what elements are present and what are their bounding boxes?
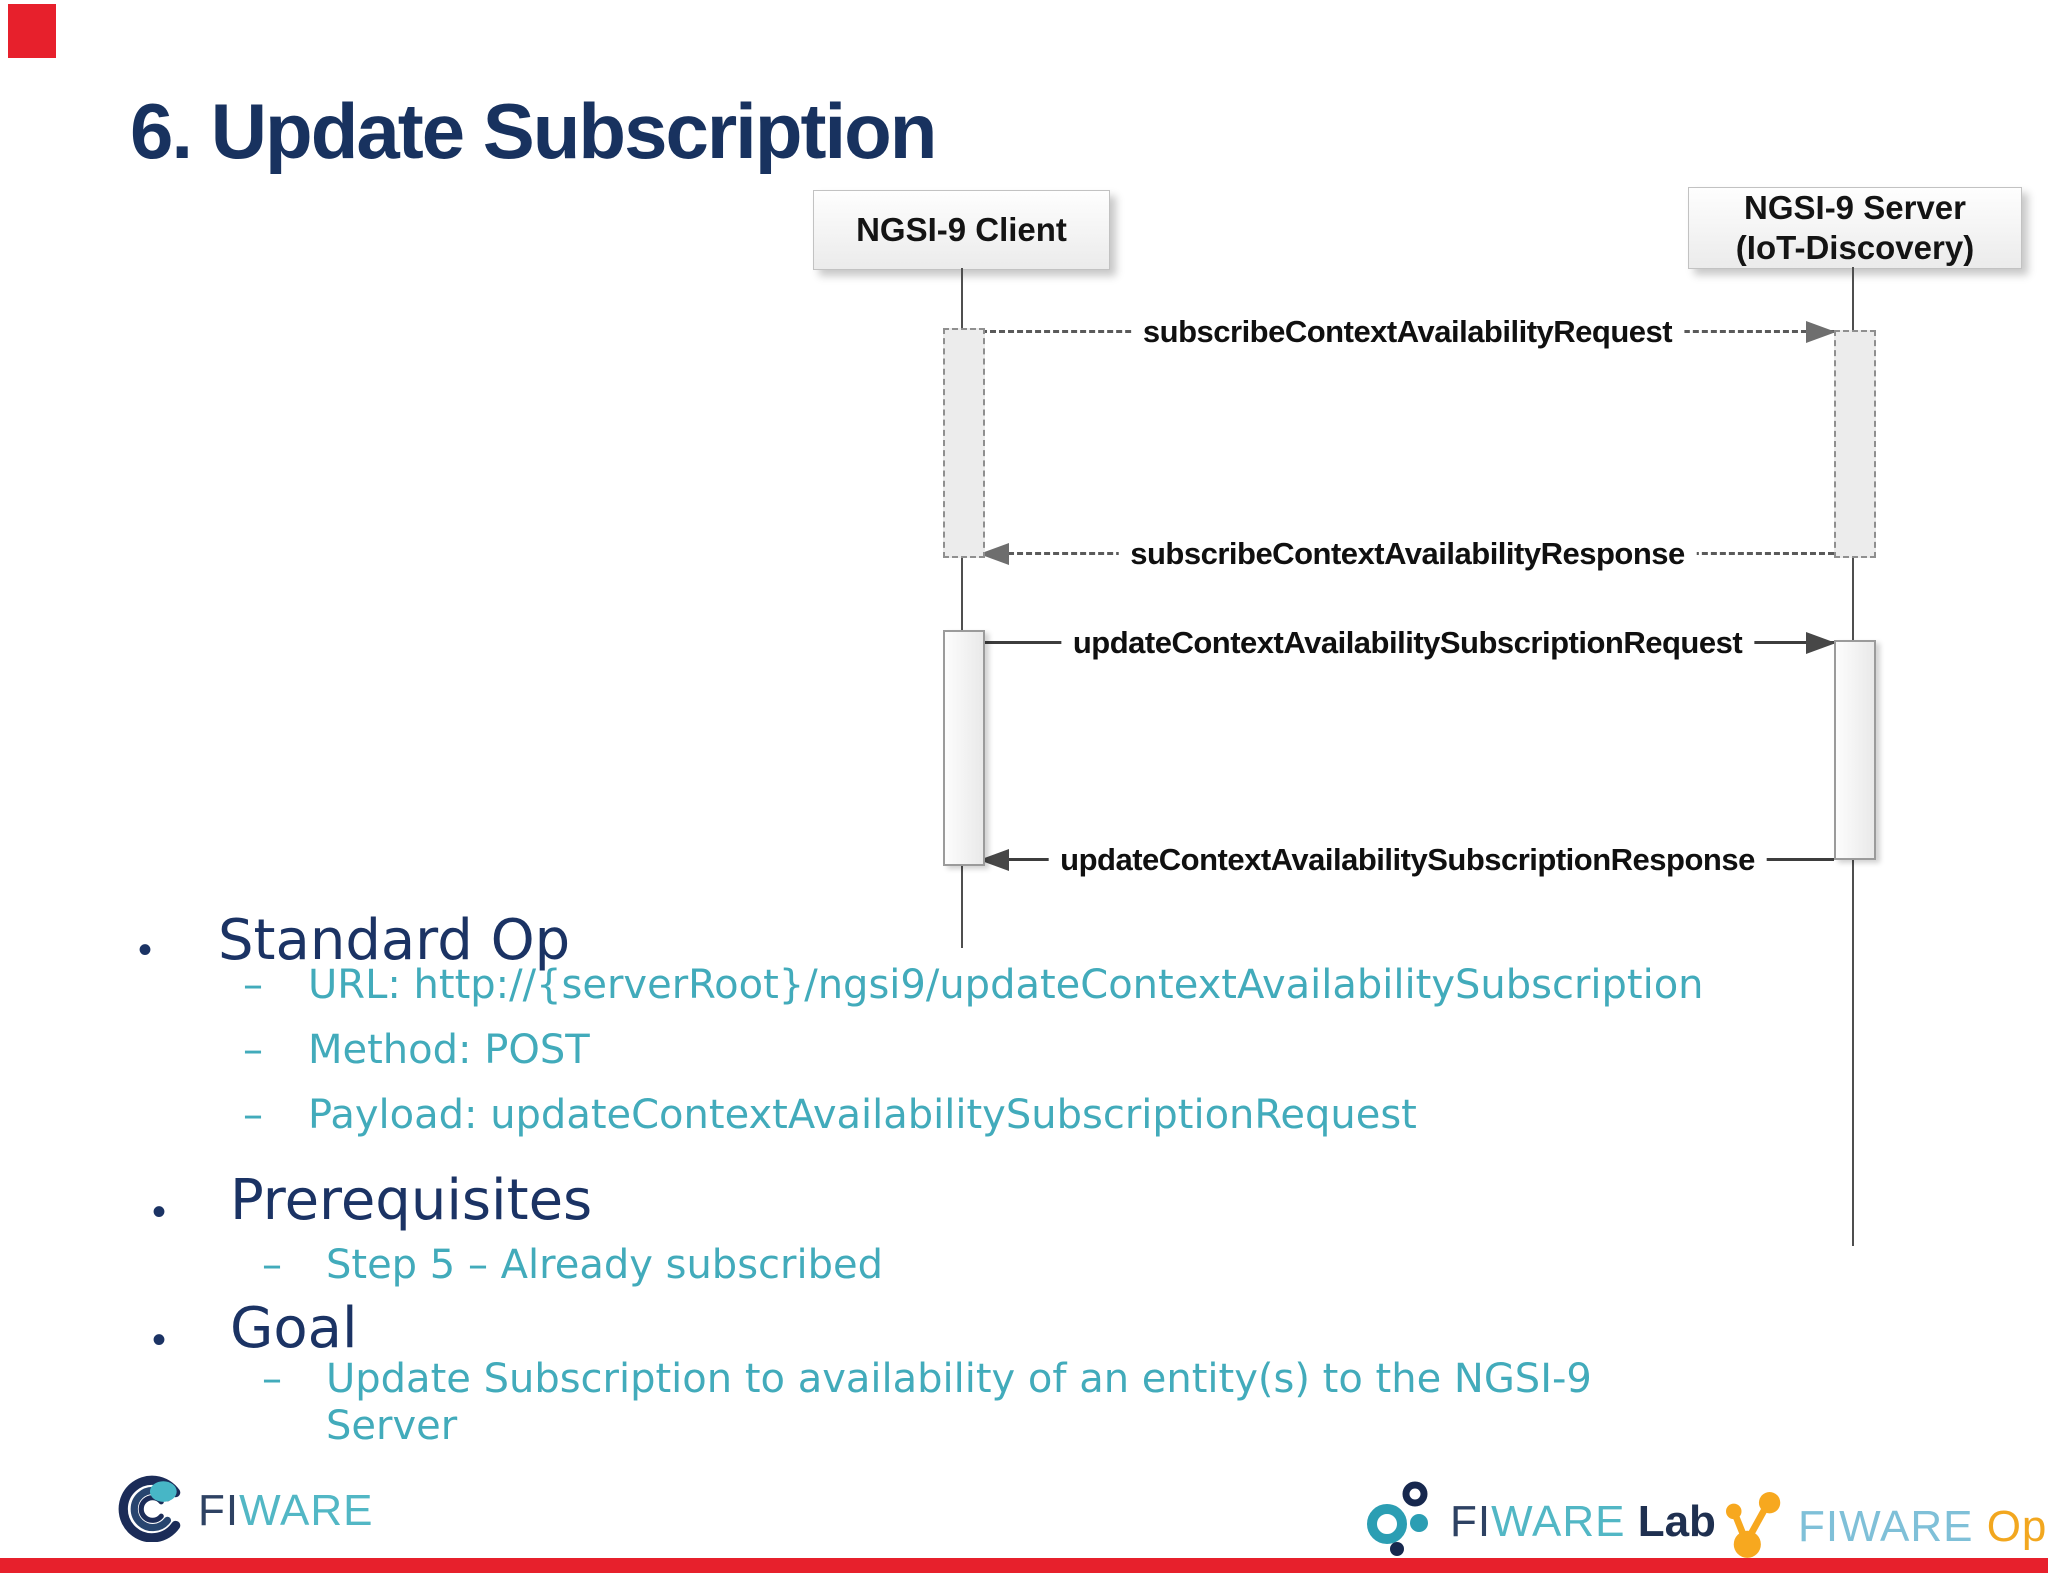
arrowhead-left-icon — [979, 543, 1009, 565]
message-label: subscribeContextAvailabilityRequest — [1130, 314, 1685, 350]
actor-server-label-line2: (IoT-Discovery) — [1735, 229, 1975, 266]
server-activation-dashed — [1834, 330, 1876, 558]
message-update-response: updateContextAvailabilitySubscriptionRes… — [979, 842, 1834, 878]
message-subscribe-request: subscribeContextAvailabilityRequest — [981, 314, 1836, 350]
fiware-ops-icon — [1726, 1486, 1788, 1567]
red-corner-accent — [8, 4, 56, 58]
lab-suffix: Lab — [1625, 1496, 1716, 1546]
dash-icon: – — [262, 1356, 282, 1402]
bullet-icon: • — [152, 1318, 167, 1362]
actor-box-client: NGSI-9 Client — [813, 190, 1110, 270]
fiware-lab-wordmark: FIWARE Lab — [1450, 1497, 1716, 1547]
bullet-step5: Step 5 – Already subscribed — [326, 1242, 883, 1288]
bullet-icon: • — [152, 1190, 167, 1234]
ops-suffix: Ops — [1986, 1501, 2048, 1551]
client-activation-dashed — [943, 328, 985, 558]
client-lifeline-segment — [961, 556, 963, 632]
fiware-ops-logo: FIWARE Ops — [1726, 1486, 2048, 1567]
lab-ware: WARE — [1491, 1496, 1626, 1546]
message-label: updateContextAvailabilitySubscriptionReq… — [1060, 625, 1755, 661]
page-title: 6. Update Subscription — [130, 87, 937, 175]
dash-icon: – — [243, 1027, 263, 1073]
actor-box-server: NGSI-9 Server (IoT-Discovery) — [1688, 187, 2022, 269]
fiware-wordmark: FIWARE — [198, 1486, 373, 1536]
fiware-logo: FIWARE — [116, 1474, 373, 1547]
bullet-standard-op: Standard Op — [218, 908, 571, 973]
lab-fi: FI — [1450, 1496, 1492, 1546]
bullet-payload: Payload: updateContextAvailabilitySubscr… — [308, 1092, 1417, 1138]
dash-icon: – — [243, 1092, 263, 1138]
message-subscribe-response: subscribeContextAvailabilityResponse — [979, 536, 1834, 572]
red-bottom-bar — [0, 1558, 2048, 1573]
server-lifeline-segment — [1852, 267, 1854, 332]
message-label: updateContextAvailabilitySubscriptionRes… — [1048, 842, 1767, 878]
arrowhead-left-icon — [979, 849, 1009, 871]
bullet-prerequisites: Prerequisites — [230, 1168, 593, 1233]
ops-fi: FI — [1798, 1501, 1840, 1551]
fiware-ware: WARE — [239, 1485, 374, 1535]
bullet-url: URL: http://{serverRoot}/ngsi9/updateCon… — [308, 962, 1704, 1008]
bullet-method: Method: POST — [308, 1027, 590, 1073]
dash-icon: – — [243, 962, 263, 1008]
actor-client-label: NGSI-9 Client — [856, 211, 1067, 248]
dash-icon: – — [262, 1242, 282, 1288]
ops-ware: WARE — [1839, 1501, 1974, 1551]
fiware-swirl-icon — [116, 1474, 188, 1547]
message-update-request: updateContextAvailabilitySubscriptionReq… — [981, 625, 1836, 661]
bullet-goal: Goal — [230, 1296, 358, 1361]
server-activation-solid — [1834, 640, 1876, 860]
message-label: subscribeContextAvailabilityResponse — [1118, 536, 1697, 572]
fiware-fi: FI — [198, 1485, 240, 1535]
actor-server-label-line1: NGSI-9 Server — [1744, 189, 1966, 226]
fiware-lab-icon — [1366, 1480, 1440, 1563]
fiware-ops-wordmark: FIWARE Ops — [1798, 1502, 2048, 1552]
server-lifeline-segment — [1852, 858, 1854, 1246]
client-lifeline-segment — [961, 864, 963, 948]
arrowhead-right-icon — [1806, 632, 1836, 654]
fiware-lab-logo: FIWARE Lab — [1366, 1480, 1716, 1563]
client-lifeline-segment — [961, 268, 963, 330]
server-lifeline-segment — [1852, 556, 1854, 642]
bullet-goal-description: Update Subscription to availability of a… — [326, 1356, 1592, 1450]
arrowhead-right-icon — [1806, 321, 1836, 343]
client-activation-solid — [943, 630, 985, 866]
bullet-icon: • — [138, 928, 153, 972]
